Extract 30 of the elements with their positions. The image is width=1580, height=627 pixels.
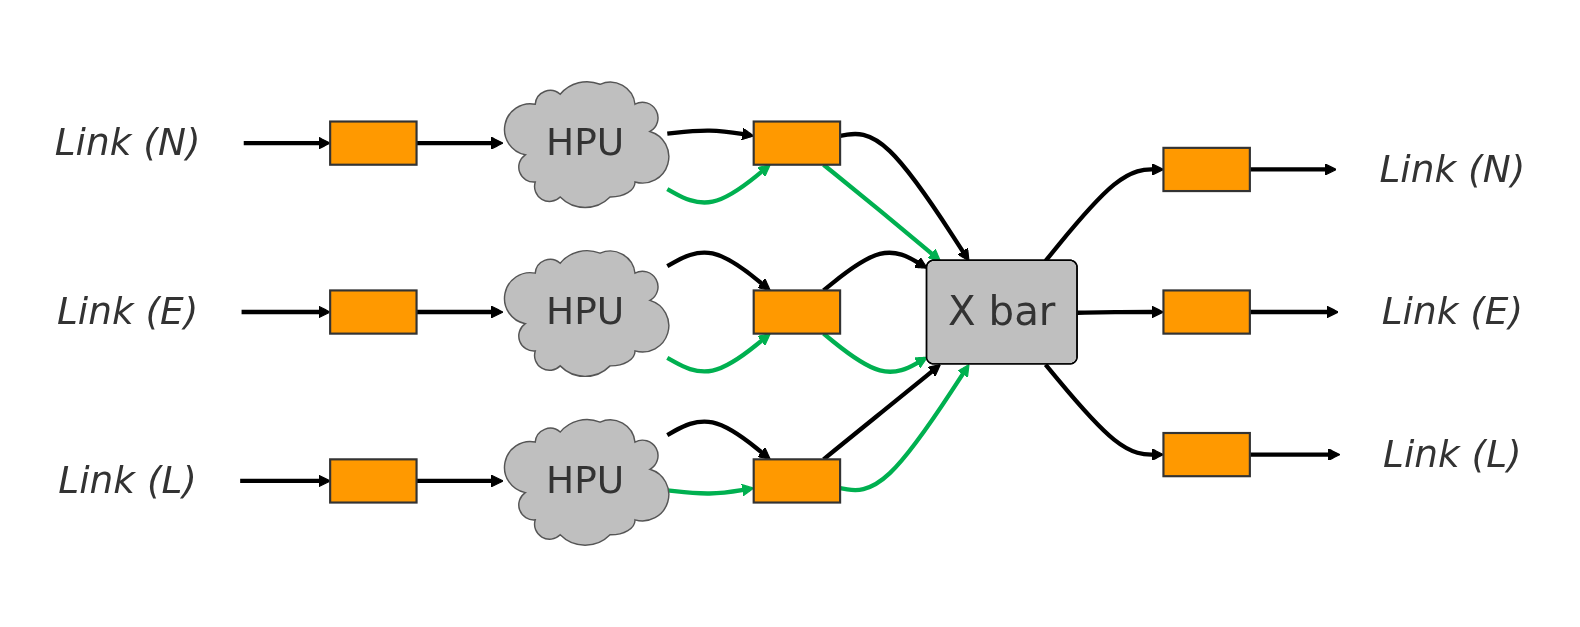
node-box — [752, 458, 842, 504]
arrow — [1249, 163, 1337, 176]
arrow — [1249, 448, 1341, 461]
arrow — [1043, 363, 1164, 461]
arrow — [666, 333, 771, 374]
arrow — [243, 136, 331, 150]
node-box — [329, 289, 418, 335]
arrow — [1249, 305, 1339, 319]
arrow — [416, 474, 504, 488]
node-text: Link (E) — [1381, 289, 1524, 333]
node-text: Link (E) — [56, 289, 199, 333]
node-text: Link (N) — [1379, 147, 1526, 191]
arrow — [240, 474, 331, 488]
node-text: Link (L) — [1383, 432, 1522, 476]
node-text: Link (L) — [58, 458, 197, 502]
arrow — [666, 419, 771, 460]
arrow — [416, 136, 504, 150]
arrow — [666, 164, 771, 205]
node-box — [752, 289, 842, 335]
arrow — [241, 305, 331, 319]
arrow — [1077, 305, 1164, 319]
node-text: Link (N) — [54, 120, 201, 164]
node-box — [329, 120, 418, 166]
node-box — [1162, 146, 1251, 193]
node-box — [329, 458, 418, 504]
node-box — [1162, 431, 1251, 478]
node-box — [752, 120, 842, 166]
arrow — [666, 250, 771, 291]
arrow — [416, 305, 504, 319]
node-box — [1162, 289, 1251, 335]
